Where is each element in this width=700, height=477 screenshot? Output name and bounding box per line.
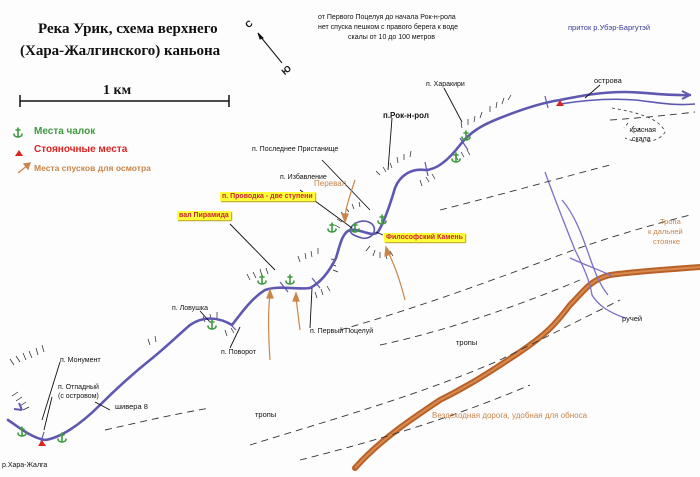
legend-spuski: Места спусков для осмотра [34, 163, 151, 173]
label-hara: р.Хара-Жалга [2, 462, 48, 469]
map-title-line1: Река Урик, схема верхнего [38, 21, 218, 37]
label-otpadnyy1: п. Отпадный [58, 384, 99, 391]
label-pritok: приток р.Убэр-Баргутэй [568, 23, 651, 32]
label-tropy1: тропы [456, 338, 478, 347]
label-piramida: вал Пирамида [177, 211, 231, 220]
label-ruchey: ручей [622, 314, 643, 323]
label-ostrova: острова [594, 76, 622, 85]
label-otpadnyy2: (с островом) [58, 393, 99, 400]
label-tropa3: стоянке [653, 237, 681, 246]
label-tropy2: тропы [255, 410, 277, 419]
label-povorot: п. Поворот [221, 349, 256, 356]
label-harakiri: п. Харакири [426, 81, 465, 88]
label-krasnaya1: красная [630, 127, 656, 134]
label-monument: п. Монумент [60, 357, 101, 364]
label-izbavlenie: п. Избавление [280, 174, 327, 181]
note-line3: скалы от 10 до 100 метров [348, 34, 436, 41]
anchor-icons [13, 127, 471, 443]
label-poslednee: п. Последнее Пристанище [252, 146, 339, 153]
note-line2: нет спуска пешком с правого берега к вод… [318, 24, 459, 31]
label-pereval: Перевал [314, 179, 347, 188]
label-tropa2: к дальней [648, 227, 683, 236]
rapid-marks [39, 95, 549, 446]
philosophical-stone-loop [349, 220, 376, 240]
river-urik [6, 90, 692, 442]
legend-chalki: Места чалок [34, 126, 96, 137]
note-line1: от Первого Поцелуя до начала Рок-н-рола [318, 14, 456, 21]
label-provodka: п. Проводка - две ступени [220, 192, 315, 201]
off-road-track [352, 264, 700, 471]
leader-lines [41, 84, 601, 431]
scale-bar [19, 95, 230, 107]
compass-arrow [257, 32, 283, 64]
label-krasnaya2: скала [632, 136, 651, 143]
label-roknrol: п.Рок-н-рол [383, 111, 429, 120]
streams [544, 171, 626, 319]
legend-stoyanki: Стояночные места [34, 144, 128, 155]
map-title-line2: (Хара-Жалгинского) каньона [20, 43, 221, 59]
label-tropa1: Тропа [660, 217, 681, 226]
label-shivera: шивера 8 [115, 402, 148, 411]
trails [104, 111, 696, 461]
red-cliff [611, 107, 666, 143]
river-urik-right-bank [559, 98, 696, 106]
inspection-arrows [266, 179, 406, 361]
label-lovushka: п. Ловушка [172, 305, 208, 312]
label-pervyy: п. Первый Поцелуй [310, 328, 374, 335]
scale-label: 1 км [103, 83, 132, 98]
label-doroga: Вездеходная дорога, удобная для обноса [432, 411, 588, 420]
label-filosof: Философский Камень [384, 233, 465, 242]
camp-icons [15, 100, 564, 446]
